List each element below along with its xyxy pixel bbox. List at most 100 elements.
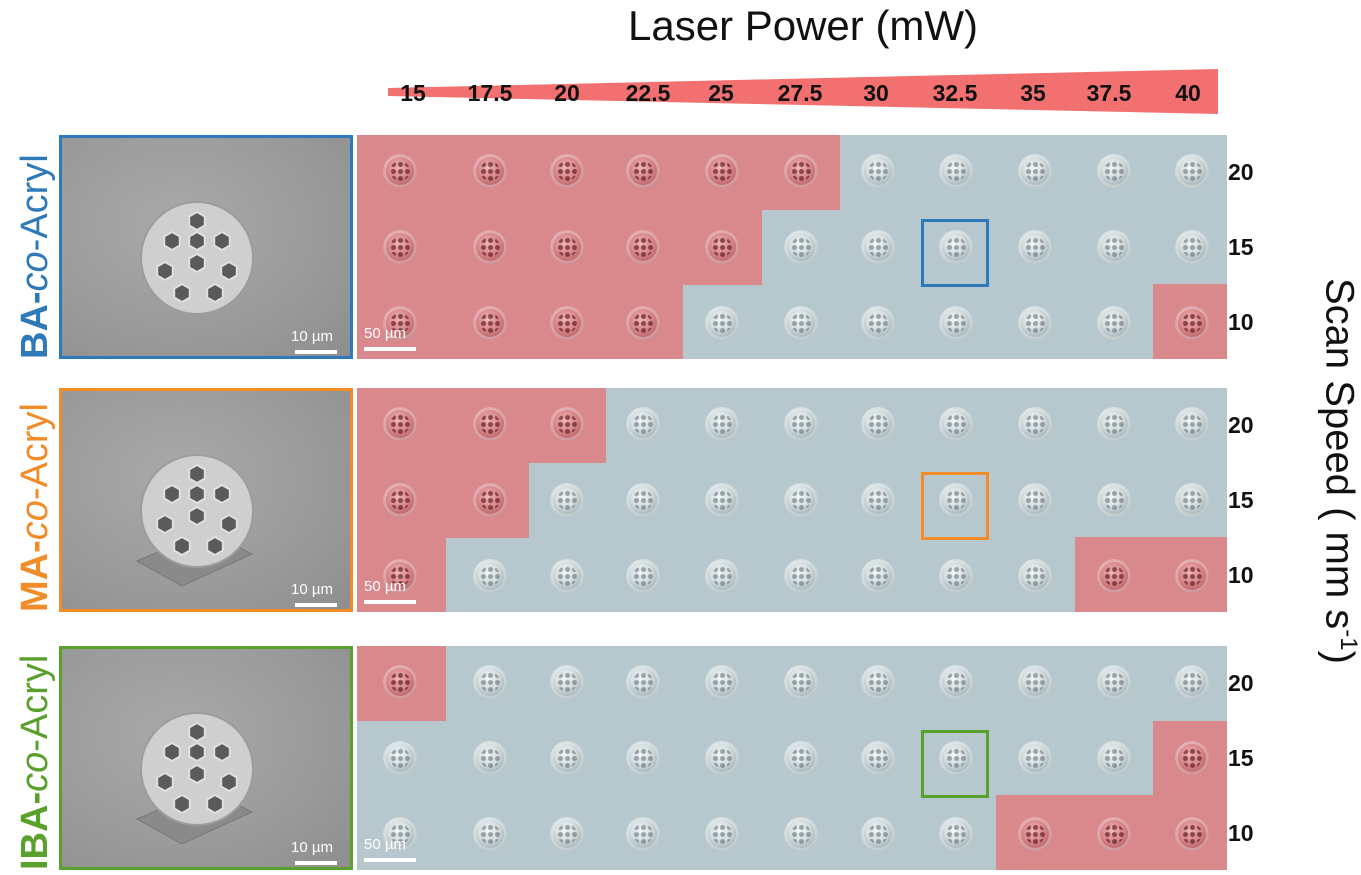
- highlight-box: [921, 729, 989, 798]
- printed-structure: [939, 664, 973, 699]
- printed-structure: [473, 230, 507, 264]
- highlight-box: [921, 471, 989, 540]
- printed-structure: [1018, 559, 1052, 594]
- material-prefix: MA-: [14, 540, 56, 612]
- printed-structure: [550, 153, 584, 188]
- printed-structure: [939, 306, 973, 341]
- scan-speed-label: 15: [1228, 487, 1254, 513]
- material-label: BA-co-Acryl: [14, 154, 57, 359]
- printed-structure: [383, 817, 417, 852]
- scale-bar-label: 50 µm: [364, 836, 406, 853]
- scan-speed-axis-sup: -1: [1335, 629, 1361, 651]
- scale-bar: [364, 858, 416, 862]
- printed-structure: [1018, 230, 1052, 264]
- printed-structure: [861, 483, 895, 517]
- printed-structure: [1018, 817, 1052, 852]
- printed-structure: [939, 230, 973, 264]
- printed-structure: [784, 306, 818, 341]
- printed-structure: [473, 306, 507, 341]
- printed-structure: [473, 817, 507, 852]
- printed-structure: [473, 406, 507, 441]
- material-suffix: -Acryl: [14, 654, 56, 752]
- printed-structure: [1018, 664, 1052, 699]
- power-label: 17.5: [467, 80, 513, 106]
- printed-structure: [383, 559, 417, 594]
- printed-structure: [705, 741, 739, 775]
- power-label: 37.5: [1086, 80, 1132, 106]
- printed-structure: [1018, 483, 1052, 517]
- printed-structure: [626, 153, 660, 188]
- printed-structure: [1175, 406, 1209, 441]
- printed-structure: [383, 483, 417, 517]
- scan-speed-label: 15: [1228, 234, 1254, 260]
- printed-structure: [784, 230, 818, 264]
- printed-structure: [473, 559, 507, 594]
- laser-power-wedge: [388, 69, 1218, 114]
- figure-title: Laser Power (mW): [628, 2, 979, 49]
- printed-structure: [383, 664, 417, 699]
- printed-structure: [1097, 153, 1131, 188]
- printed-structure: [784, 483, 818, 517]
- material-suffix: -Acryl: [14, 154, 56, 252]
- printed-structure: [1018, 306, 1052, 341]
- print-parameter-grid: 50 µm: [357, 646, 1227, 870]
- printed-structure: [939, 483, 973, 517]
- printed-structure: [383, 153, 417, 188]
- printed-structure: [939, 817, 973, 852]
- printed-structure: [784, 406, 818, 441]
- power-label: 32.5: [932, 80, 978, 106]
- printed-structure: [1097, 230, 1131, 264]
- printed-structure: [626, 406, 660, 441]
- buckyball-structure: [135, 454, 254, 586]
- printed-structure: [626, 230, 660, 264]
- printed-structure: [1175, 483, 1209, 517]
- printed-structure: [705, 483, 739, 517]
- scale-bar-label: 10 µm: [291, 328, 333, 345]
- printed-structure: [1018, 153, 1052, 188]
- printed-structure: [550, 306, 584, 341]
- scale-bar: [295, 603, 337, 607]
- sem-image: 10 µm: [59, 646, 353, 870]
- printed-structure: [1175, 306, 1209, 341]
- scale-bar: [295, 861, 337, 865]
- printed-structure: [705, 664, 739, 699]
- printed-structure: [550, 559, 584, 594]
- printed-structure: [784, 153, 818, 188]
- printed-structure: [861, 306, 895, 341]
- printed-structure: [784, 741, 818, 775]
- printed-structure: [473, 664, 507, 699]
- printed-structure: [1097, 741, 1131, 775]
- scan-speed-label: 10: [1228, 309, 1254, 335]
- printed-structure: [550, 741, 584, 775]
- printed-structure: [939, 741, 973, 775]
- printed-structure: [939, 559, 973, 594]
- material-prefix: IBA-: [14, 791, 56, 870]
- printed-structure: [1175, 817, 1209, 852]
- buckyball-structure: [140, 201, 254, 315]
- scan-speed-label: 20: [1228, 670, 1254, 696]
- material-suffix: -Acryl: [14, 402, 56, 501]
- printed-structure: [705, 230, 739, 264]
- scale-bar: [364, 347, 416, 351]
- printed-structure: [705, 153, 739, 188]
- printed-structure: [1175, 559, 1209, 594]
- printed-structure: [383, 230, 417, 264]
- printed-structure: [626, 664, 660, 699]
- print-parameter-grid: 50 µm: [357, 135, 1227, 359]
- scan-speed-axis-title: Scan Speed ( mm s-1): [1317, 278, 1361, 664]
- printed-structure: [705, 817, 739, 852]
- sem-image: 10 µm: [59, 388, 353, 612]
- printed-structure: [1097, 306, 1131, 341]
- printed-structure: [784, 559, 818, 594]
- printed-structure: [1175, 664, 1209, 699]
- printed-structure: [939, 406, 973, 441]
- printed-structure: [550, 664, 584, 699]
- printed-structure: [550, 406, 584, 441]
- printed-structure: [383, 306, 417, 341]
- scan-speed-label: 10: [1228, 820, 1254, 846]
- printed-structure: [626, 306, 660, 341]
- printed-structure: [861, 741, 895, 775]
- power-label: 20: [554, 80, 580, 106]
- power-label: 30: [863, 80, 889, 106]
- power-label: 25: [708, 80, 734, 106]
